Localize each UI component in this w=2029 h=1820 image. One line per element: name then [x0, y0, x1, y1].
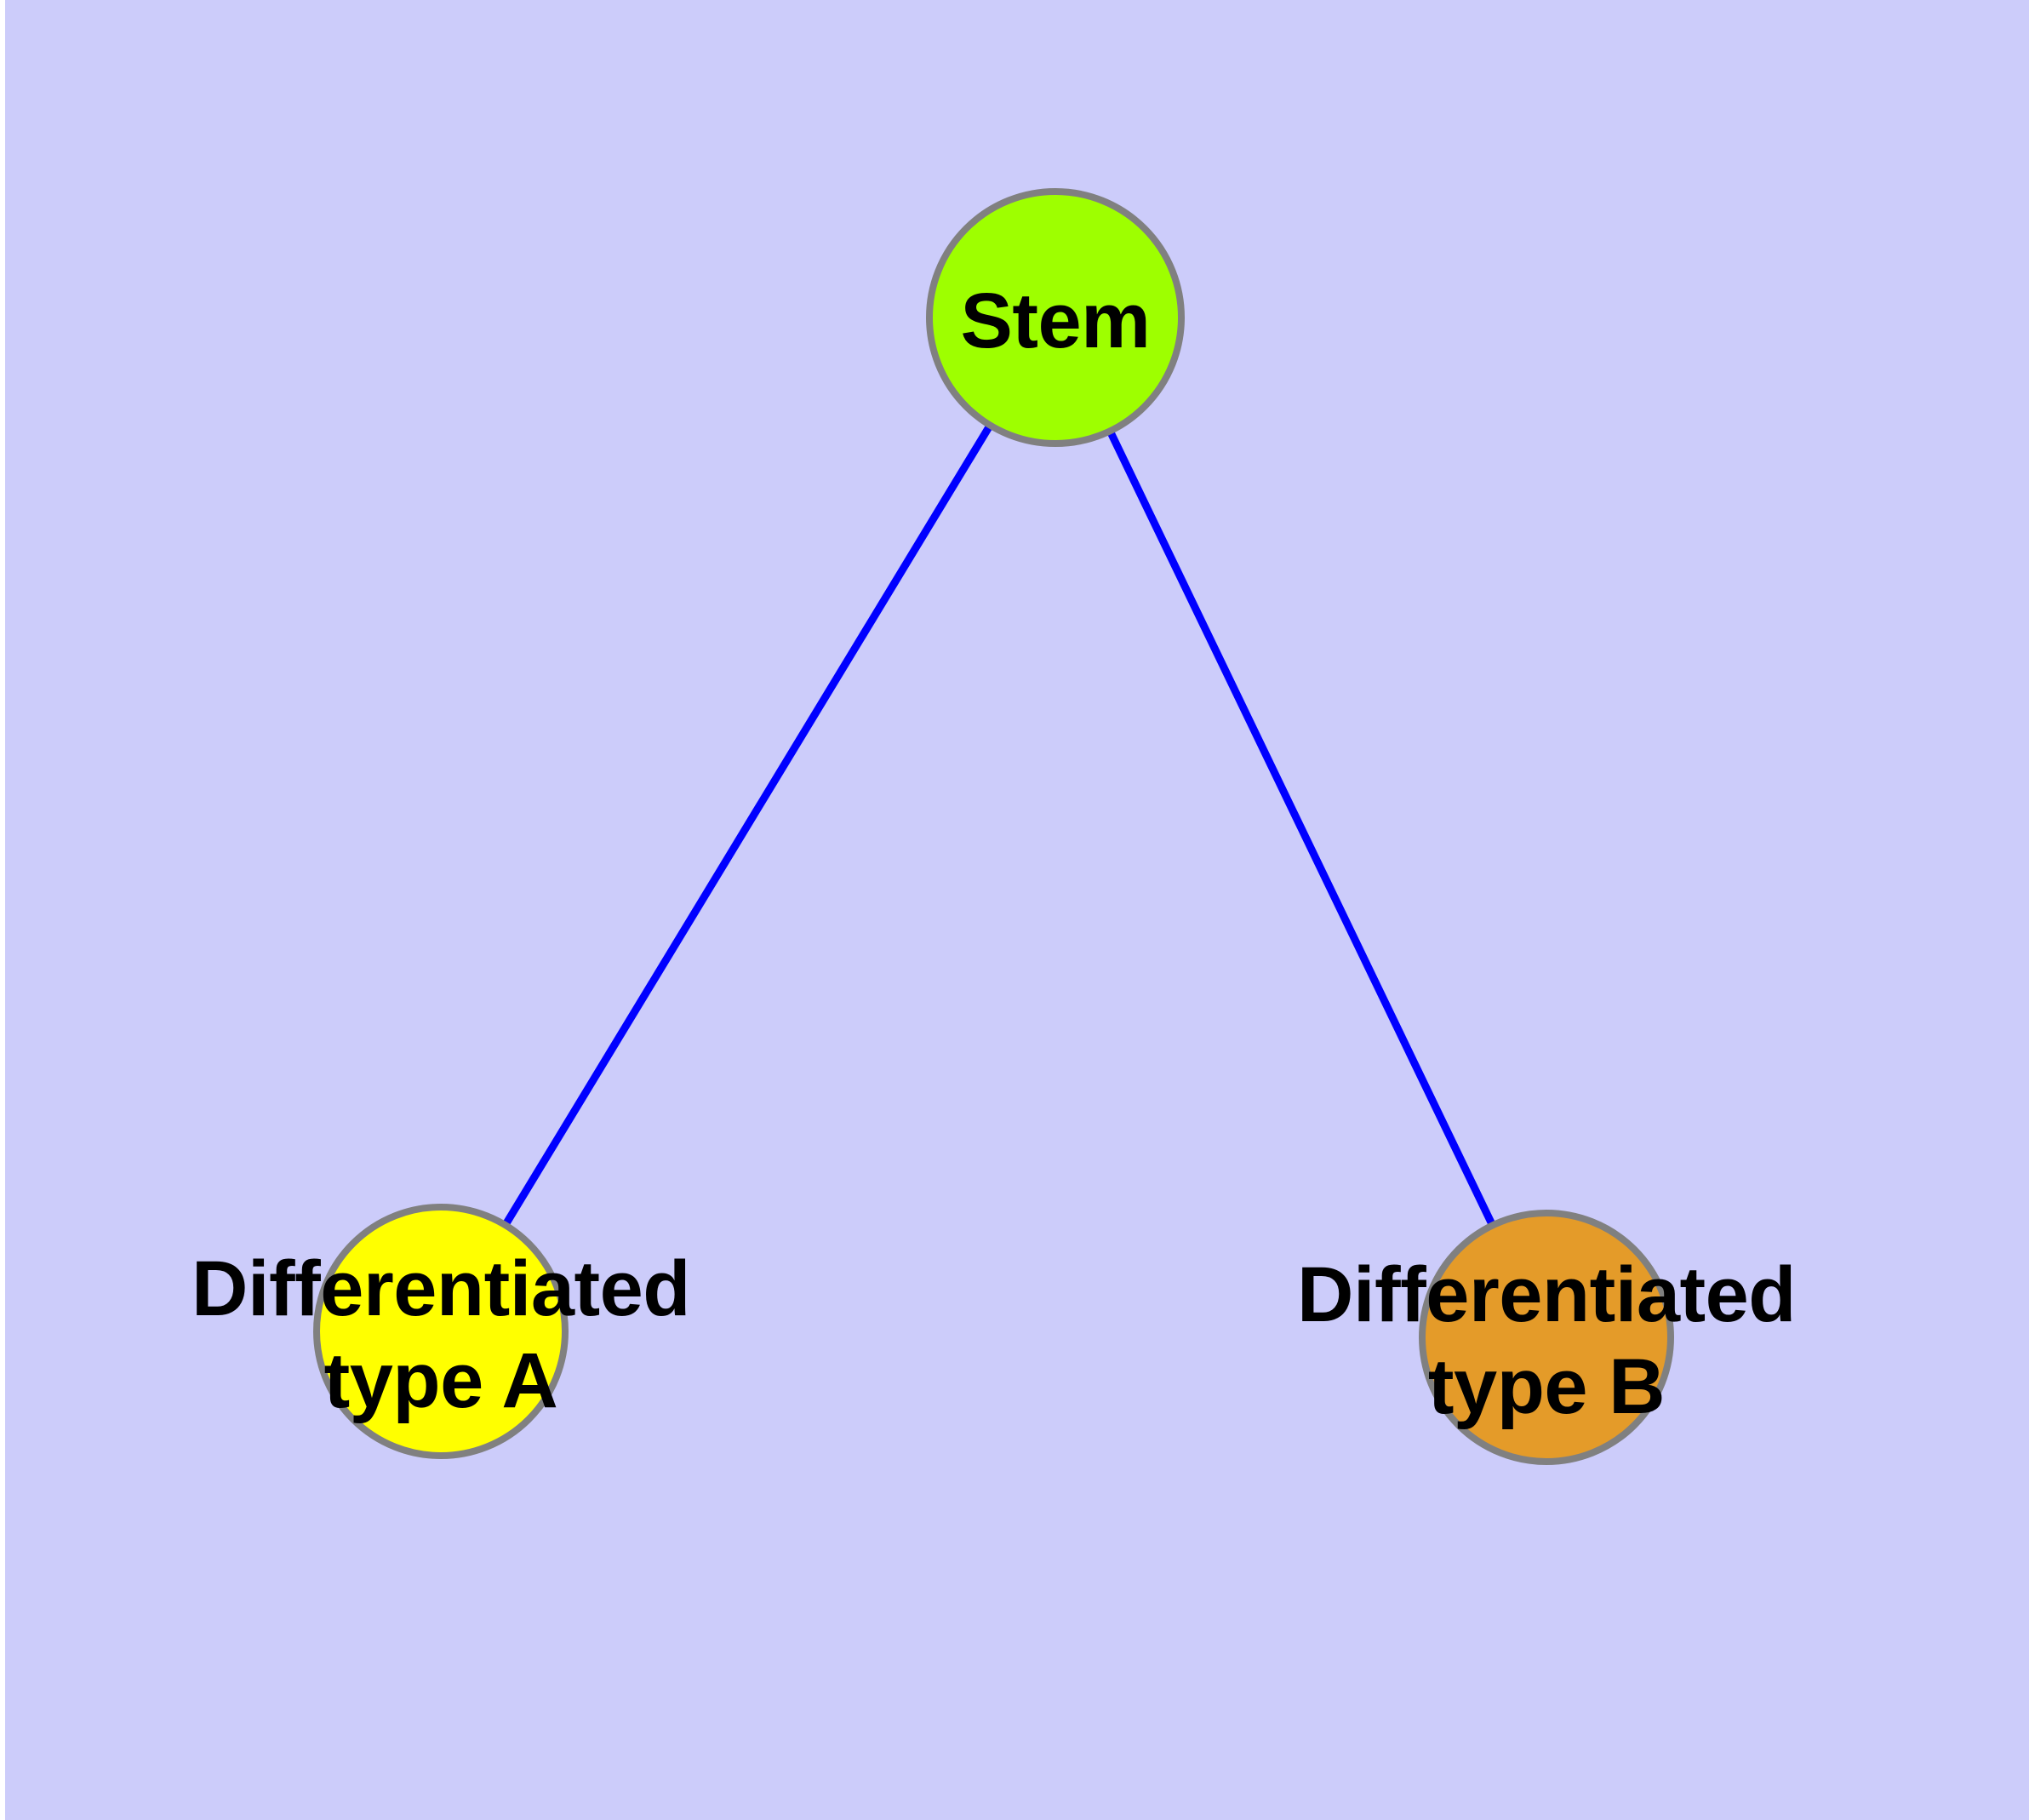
node-stem[interactable]	[926, 188, 1185, 447]
edge-stem-diff-a	[437, 315, 1059, 1334]
edge-stem-diff-b	[1051, 316, 1551, 1339]
node-diff-a[interactable]	[313, 1204, 569, 1459]
node-diff-b[interactable]	[1419, 1210, 1674, 1465]
